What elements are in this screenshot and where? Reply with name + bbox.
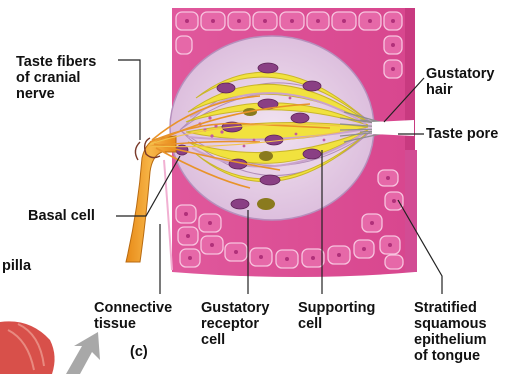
label-gustatory-receptor-cell: Gustatory receptor cell [201,300,270,348]
label-basal-cell: Basal cell [28,208,95,224]
label-papilla-fragment: pilla [2,258,31,274]
panel-letter: (c) [130,344,148,360]
label-stratified-epithelium: Stratified squamous epithelium of tongue [414,300,487,364]
taste-bud [170,36,374,220]
label-taste-pore: Taste pore [426,126,498,142]
label-connective-tissue: Connective tissue [94,300,172,332]
label-gustatory-hair: Gustatory hair [426,66,495,98]
label-taste-fibers: Taste fibers of cranial nerve [16,54,96,102]
muscle-tissue-fragment [0,321,55,374]
gray-pointer-arrow [66,332,100,374]
label-supporting-cell: Supporting cell [298,300,375,332]
